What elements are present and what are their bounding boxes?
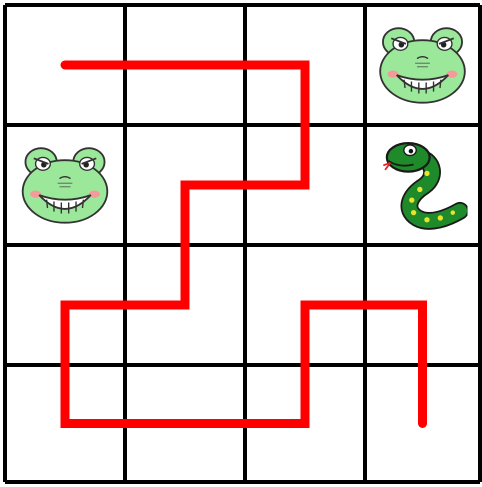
frog-face-icon [23, 148, 108, 223]
frog-face-icon [380, 28, 465, 103]
